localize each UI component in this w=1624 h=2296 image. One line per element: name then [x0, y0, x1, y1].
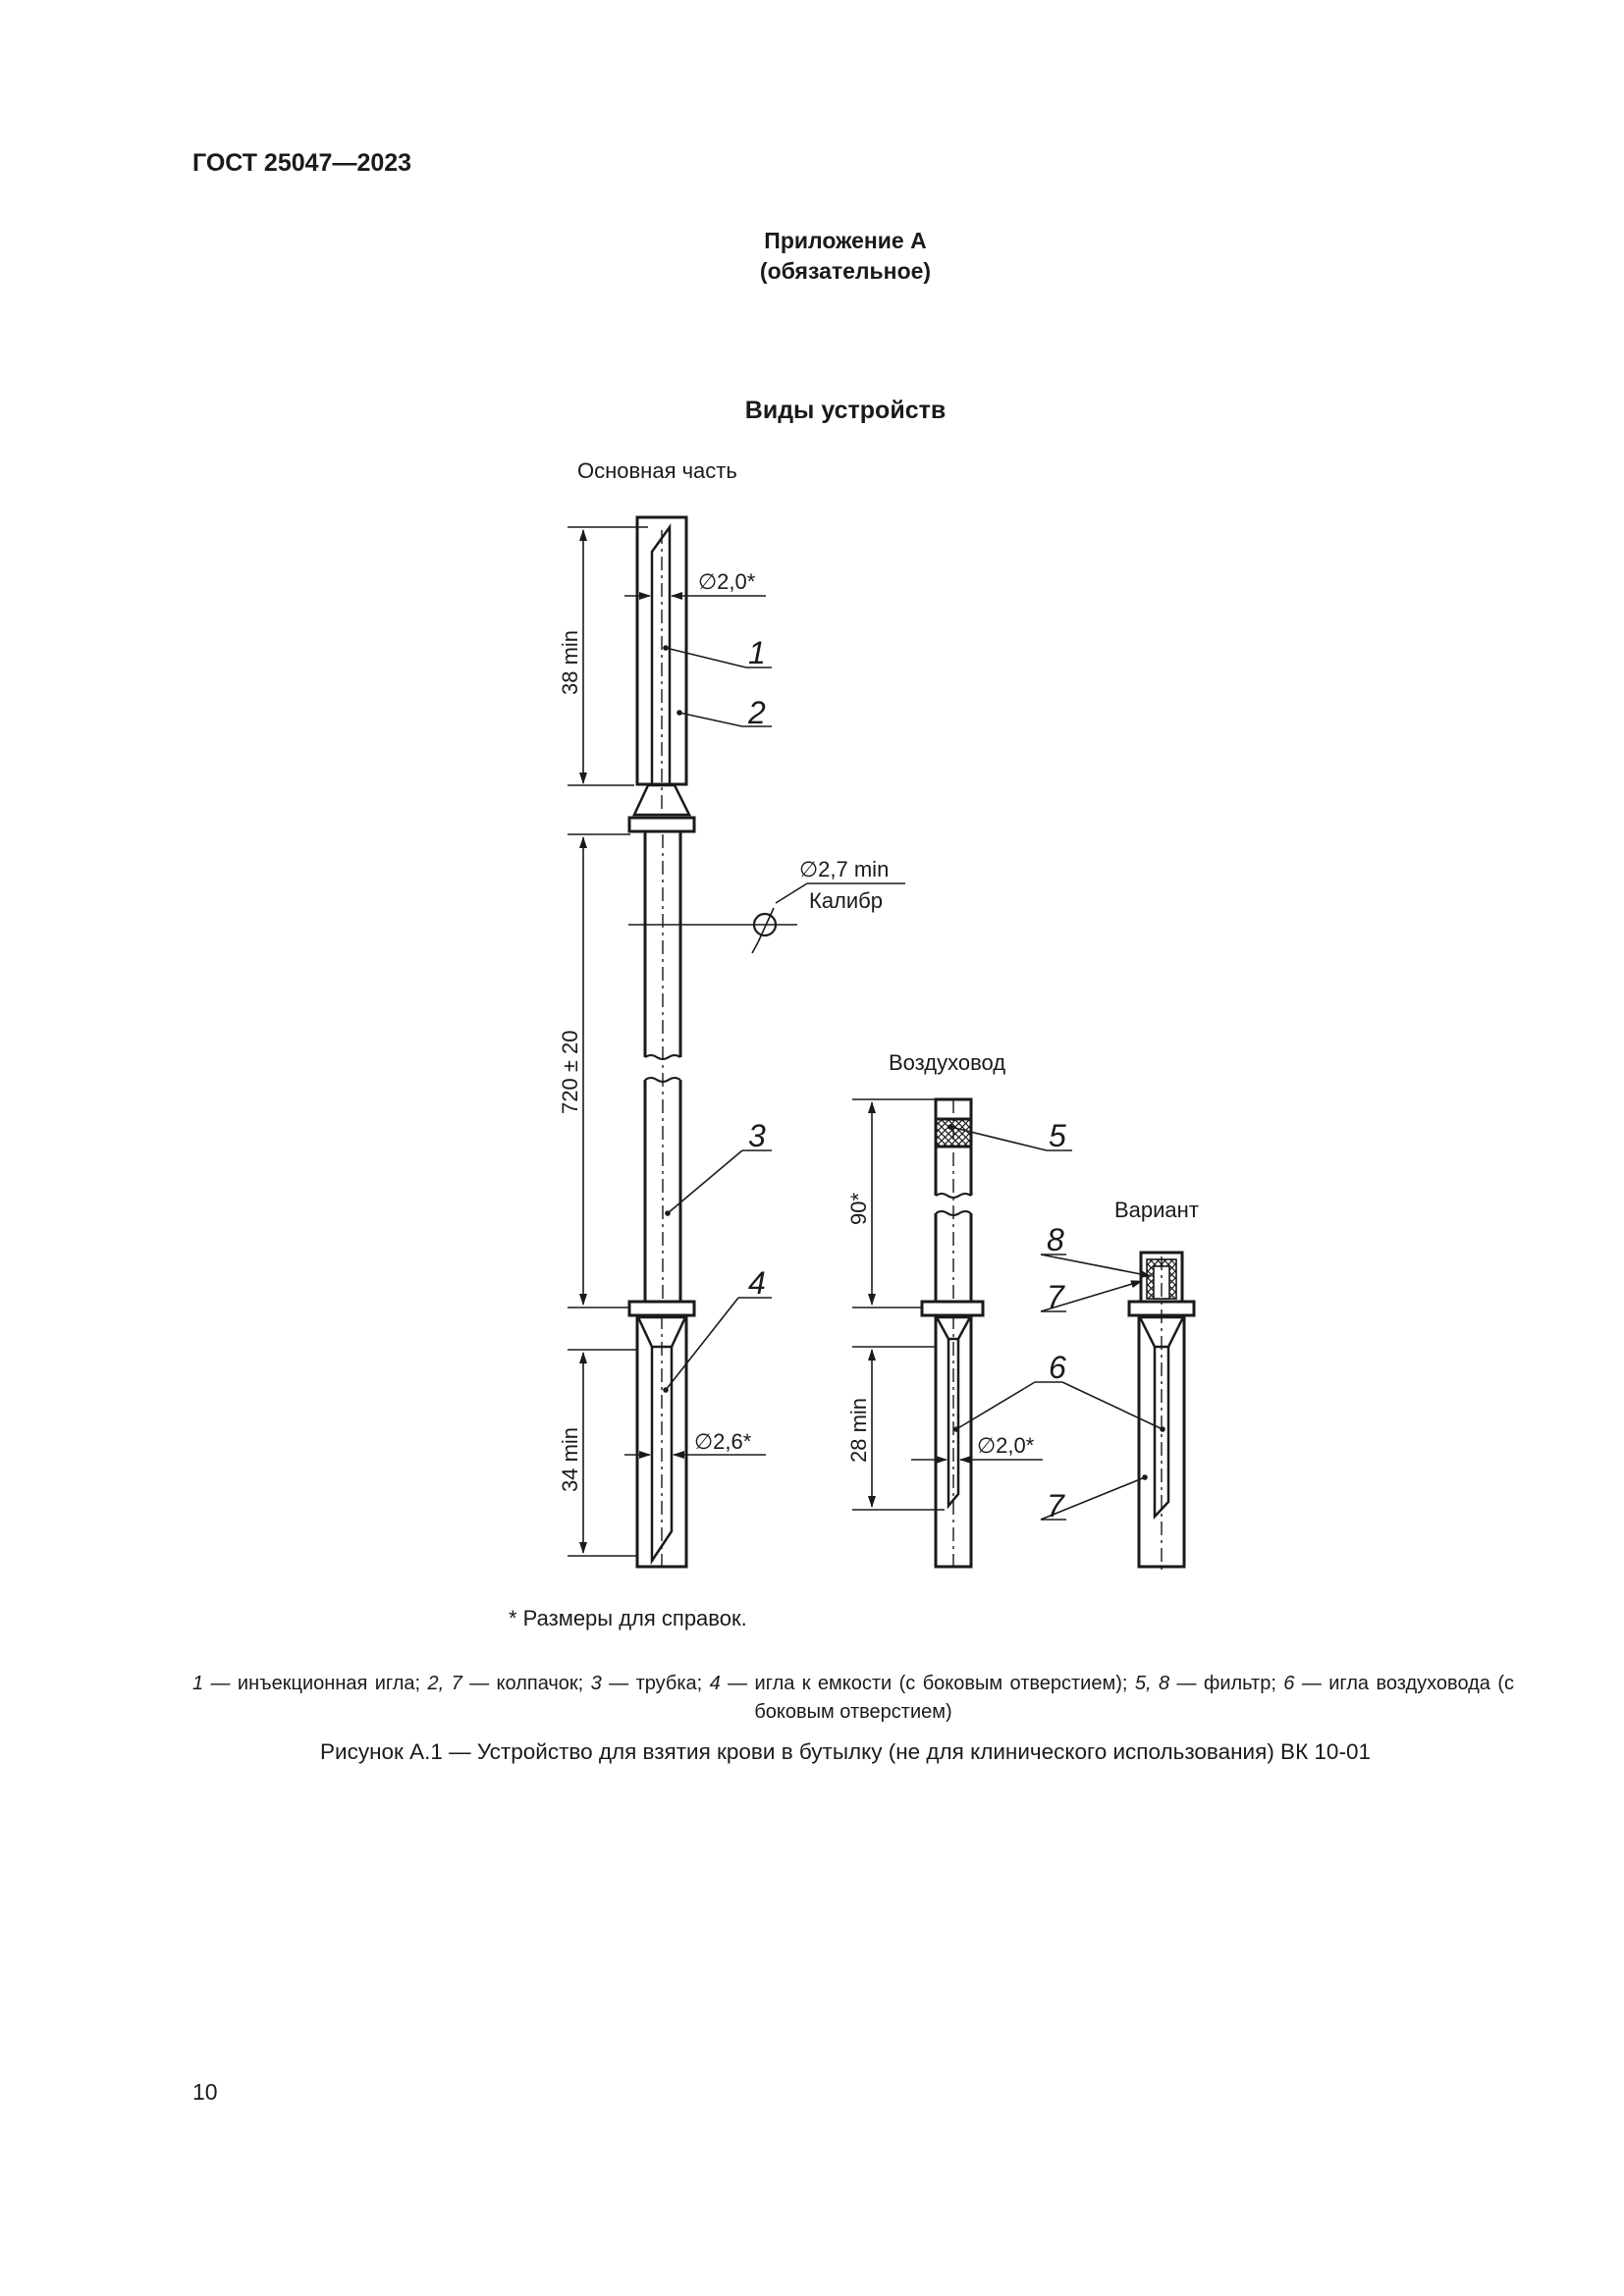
cap-top [632, 515, 692, 817]
flange-top [627, 816, 696, 833]
callout-leaders-air [947, 1124, 1165, 1521]
label-air-duct: Воздуховод [889, 1050, 1005, 1075]
caliber-gauge [628, 882, 905, 954]
dim-len-tube: 720 ± 20 [558, 1031, 582, 1114]
dim-len-filter: 90* [846, 1193, 871, 1225]
callout-8: 8 [1047, 1222, 1064, 1257]
section-title: Виды устройств [744, 397, 947, 424]
callout-7-needle: 7 [1047, 1488, 1065, 1523]
annex-status: (обязательное) [759, 258, 932, 284]
callout-6: 6 [1049, 1350, 1066, 1385]
callout-7-cap: 7 [1047, 1279, 1065, 1314]
dim-d4: ∅2,0* [977, 1433, 1035, 1458]
dim-d1: ∅2,0* [698, 569, 756, 594]
dim-len-top: 38 min [558, 630, 582, 695]
legend-item-4: 4 [709, 1673, 721, 1694]
legend-item-2-7: 2, 7 [427, 1673, 462, 1694]
callout-2: 2 [747, 695, 766, 730]
legend-item-5-8: 5, 8 [1134, 1673, 1170, 1694]
label-caliber: Калибр [809, 888, 883, 913]
label-main-part: Основная часть [577, 458, 737, 483]
dim-caliber-diameter: ∅2,7 min [799, 857, 889, 881]
callout-leaders-main [663, 645, 772, 1393]
annex-title: Приложение А [764, 228, 927, 253]
dim-len-air-needle: 28 min [846, 1398, 871, 1463]
needle-to-container [635, 1313, 688, 1571]
variant-part [1127, 1251, 1196, 1571]
dimension-lines-main [568, 526, 648, 1557]
callout-1: 1 [748, 635, 766, 670]
page-number: 10 [192, 2079, 218, 2105]
legend-item-1: 1 [192, 1673, 204, 1694]
dim-d3: ∅2,6* [694, 1429, 752, 1454]
callout-5: 5 [1049, 1118, 1066, 1153]
dim-len-bottom: 34 min [558, 1427, 582, 1492]
label-variant: Вариант [1114, 1198, 1199, 1222]
air-duct-part [920, 1097, 985, 1571]
tube [643, 831, 682, 1302]
footnote-reference-dimensions: * Размеры для справок. [509, 1606, 747, 1630]
document-header: ГОСТ 25047—2023 [192, 149, 412, 177]
dim-needle-diameter-top [624, 584, 766, 604]
flange-bottom [627, 1300, 696, 1317]
figure-caption: Рисунок А.1 — Устройство для взятия кров… [320, 1739, 1371, 1764]
legend-item-3: 3 [590, 1673, 602, 1694]
callout-4: 4 [748, 1265, 766, 1301]
figure-legend: 1 — инъекционная игла; 2, 7 — колпачок; … [192, 1673, 1515, 1723]
legend-item-6: 6 [1283, 1673, 1295, 1694]
dimension-lines-air [852, 1098, 1043, 1511]
callout-3: 3 [748, 1118, 766, 1153]
